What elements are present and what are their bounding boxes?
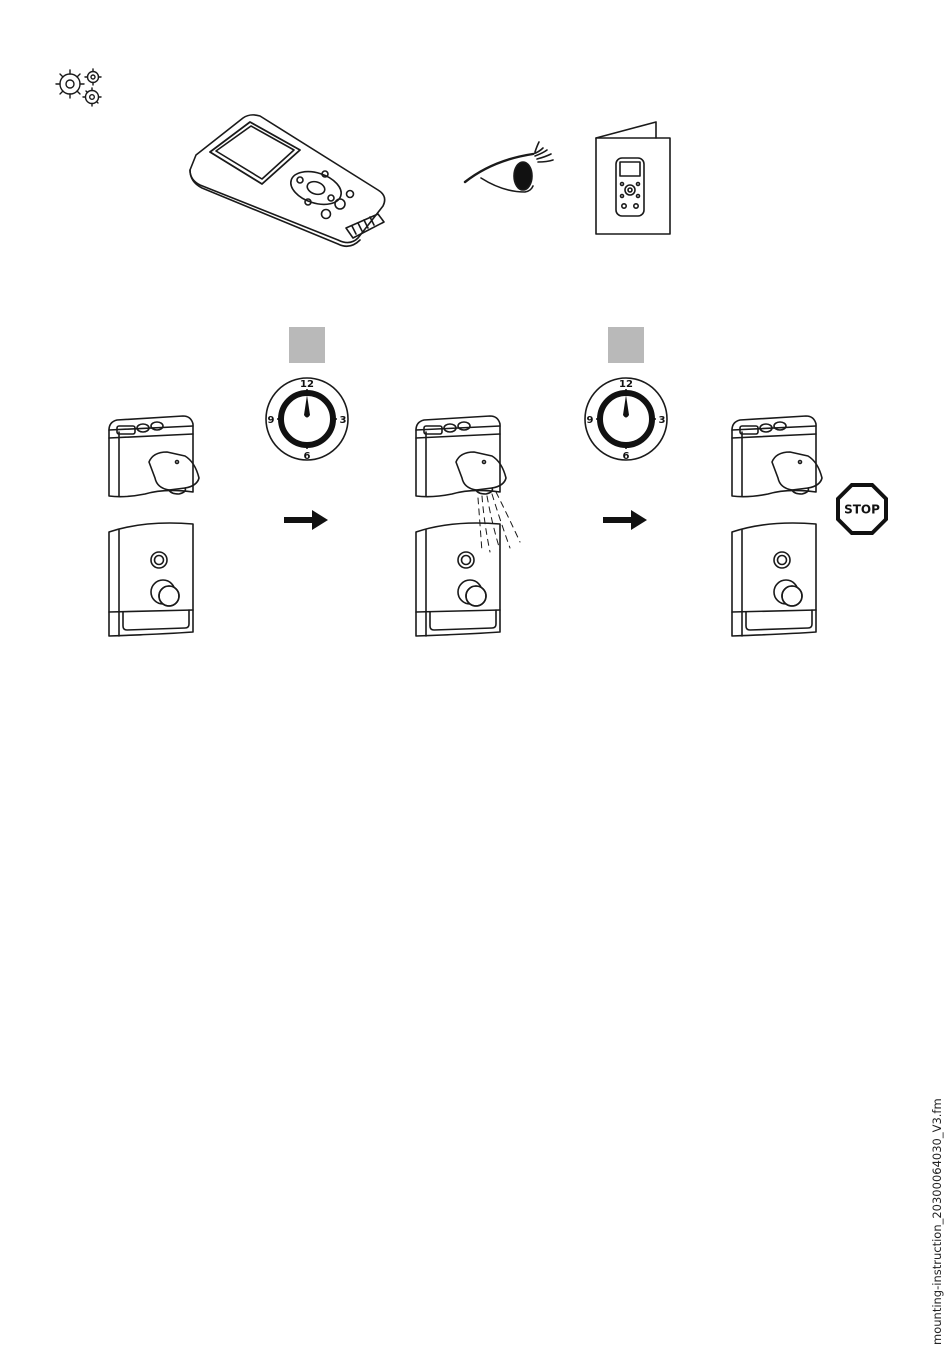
clock-label-3: 3	[340, 415, 347, 426]
arrow-right-icon	[282, 508, 330, 532]
clock-label-9: 9	[268, 415, 275, 426]
eye-icon	[463, 140, 558, 200]
faucet-unit-flowing-icon	[412, 412, 532, 642]
clock-label-12: 12	[619, 379, 633, 390]
gears-icon	[50, 66, 110, 110]
faucet-unit-icon	[105, 412, 205, 642]
clock-dial-1: 12 3 6 9	[259, 375, 355, 465]
clock-label-3: 3	[659, 415, 666, 426]
placeholder-square-2	[608, 327, 644, 363]
footer-filename: mounting-instruction_20300064030_V3.fm	[930, 1045, 948, 1345]
stop-sign-icon: STOP	[834, 481, 890, 537]
clock-label-12: 12	[300, 379, 314, 390]
clock-label-6: 6	[304, 451, 311, 462]
clock-label-6: 6	[623, 451, 630, 462]
handheld-remote-icon	[188, 110, 393, 250]
arrow-right-icon	[601, 508, 649, 532]
stop-label: STOP	[844, 503, 880, 517]
booklet-icon	[594, 120, 674, 238]
clock-label-9: 9	[587, 415, 594, 426]
placeholder-square-1	[289, 327, 325, 363]
clock-dial-2: 12 3 6 9	[578, 375, 674, 465]
faucet-unit-icon	[728, 412, 828, 642]
